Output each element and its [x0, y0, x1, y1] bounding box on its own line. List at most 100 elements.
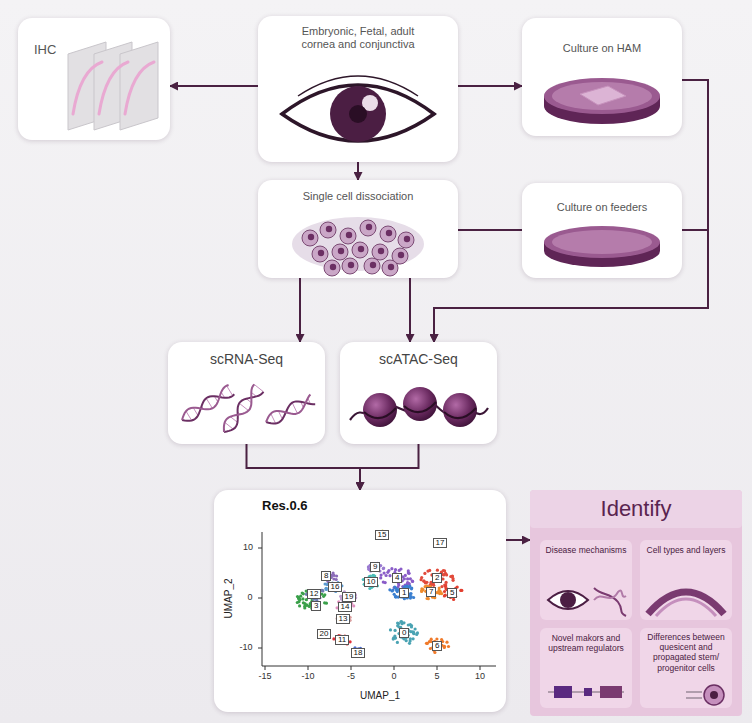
umap-point — [415, 633, 418, 636]
dna-rung — [206, 398, 212, 408]
umap-plot-part — [296, 530, 464, 656]
umap-plot-part-part — [262, 532, 496, 666]
process-box: Single cell dissociation — [258, 180, 458, 278]
umap-point — [426, 597, 429, 600]
culture-dish-feeders-part — [544, 226, 660, 258]
umap-point — [437, 591, 440, 594]
umap-point — [399, 620, 402, 623]
umap-point — [392, 638, 395, 641]
cluster-number: 11 — [335, 635, 349, 646]
dna-rung — [239, 403, 248, 410]
umap-point — [445, 641, 448, 644]
node-text: Culture on feeders — [530, 201, 674, 214]
node-text: Disease mechanisms — [545, 545, 627, 555]
umap-point — [460, 589, 463, 592]
umap-point — [382, 567, 385, 570]
umap-point — [390, 567, 393, 570]
umap-point — [385, 574, 388, 577]
gene-track-icon-part — [600, 686, 622, 698]
axis-title: UMAP_1 — [360, 690, 400, 701]
nucleosome-illustration-part — [444, 408, 476, 418]
cornea-layers-icon-part — [656, 599, 716, 616]
axis-tick-label: 0 — [392, 672, 397, 682]
umap-point — [426, 642, 429, 645]
eye-illustration-part — [330, 86, 386, 142]
connector-arrow — [247, 444, 361, 490]
culture-dish-ham — [522, 18, 682, 136]
cluster-number: 4 — [392, 573, 402, 584]
outcome-box: Novel makors and upstream regulators — [540, 628, 632, 708]
umap-point — [411, 580, 414, 583]
assay-box: scRNA-Seq — [168, 342, 325, 444]
outcome-box: Differences between quesicent and propag… — [640, 628, 732, 708]
cluster-number: 5 — [447, 588, 457, 599]
umap-point — [301, 591, 304, 594]
umap-point — [408, 642, 411, 645]
cell-nucleus — [308, 234, 314, 240]
cluster-number: 16 — [328, 582, 343, 593]
node-text: Identify — [530, 490, 742, 528]
slides-illustration-part-part — [73, 62, 102, 114]
outcome-box: Cell types and layers — [640, 540, 732, 620]
gene-track-icon-part — [584, 688, 592, 696]
cell-nucleus — [370, 262, 376, 268]
axis-tick-label: 5 — [435, 672, 440, 682]
cluster-number: 12 — [307, 589, 322, 600]
umap-point — [411, 580, 414, 583]
axis-title: UMAP_2 — [223, 578, 234, 618]
cell — [398, 232, 414, 248]
umap-plot-part-part — [265, 666, 480, 670]
umap-point — [380, 574, 383, 577]
umap-point — [402, 621, 405, 624]
cell — [324, 260, 340, 276]
connector-arrow — [409, 278, 411, 342]
cells-illustration-part — [292, 217, 424, 271]
cell-nucleus — [348, 262, 354, 268]
umap-point — [436, 569, 439, 572]
stem-cell-icon-part — [704, 685, 724, 705]
cell — [382, 260, 398, 276]
cluster-number: 20 — [317, 629, 332, 640]
umap-plot-part-part — [258, 548, 262, 648]
umap-point — [387, 569, 390, 572]
node-text: Differences between quesicent and propag… — [643, 632, 729, 673]
cluster-number: 2 — [432, 573, 442, 584]
outcome-box: Disease mechanisms — [540, 540, 632, 620]
umap-point — [397, 583, 400, 586]
nucleosome-illustration-part — [404, 402, 436, 412]
umap-point — [395, 595, 398, 598]
cell — [340, 228, 356, 244]
cell — [320, 222, 336, 238]
cluster-number: 17 — [433, 538, 448, 549]
cluster-number: 18 — [351, 648, 366, 659]
cell — [342, 258, 358, 274]
disease-icon-part — [548, 591, 588, 609]
method-box: IHC — [18, 18, 170, 140]
node-text: Single cell dissociation — [266, 190, 450, 203]
umap-point — [410, 587, 413, 590]
node-text: IHC — [34, 42, 60, 58]
connector-arrow — [458, 85, 522, 87]
umap-point — [325, 602, 328, 605]
umap-plot-part — [258, 532, 496, 670]
cell-nucleus — [358, 246, 364, 252]
node-text: scRNA-Seq — [176, 351, 317, 368]
axis-tick-label: -10 — [302, 672, 315, 682]
disease-icon-part — [594, 588, 626, 616]
umap-point — [389, 628, 392, 631]
slides-illustration — [18, 18, 170, 140]
umap-point — [396, 641, 399, 644]
slides-illustration-part — [73, 62, 154, 114]
umap-point — [394, 629, 397, 632]
dna-rung — [254, 384, 263, 391]
disease-icon-part — [594, 590, 626, 600]
cluster-number: 14 — [338, 602, 353, 613]
cluster-number: 13 — [336, 614, 351, 625]
node-text: Res.0.6 — [262, 498, 406, 514]
culture-dish-ham-part — [544, 78, 660, 114]
cluster-number: 8 — [321, 571, 331, 582]
umap-point — [352, 604, 355, 607]
umap-point — [447, 645, 450, 648]
umap-point — [425, 642, 428, 645]
